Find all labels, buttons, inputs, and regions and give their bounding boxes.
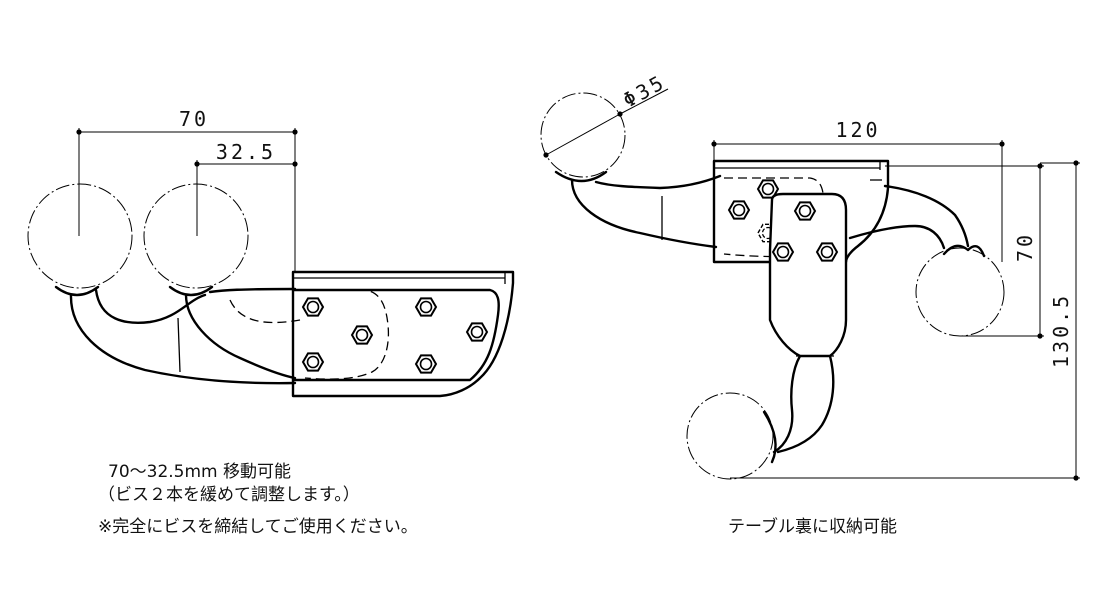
- dimension-32-5: 32.5: [194, 140, 298, 236]
- bag-ball-right: [143, 183, 249, 289]
- adjustment-note-line1: 70～32.5mm 移動可能: [108, 462, 292, 482]
- hook-arm-right: [848, 184, 970, 250]
- dimension-label-phi35: Φ35: [619, 70, 670, 113]
- dimension-70-right: 70: [885, 163, 1044, 339]
- bracket-plate-left: [291, 270, 515, 398]
- hook-arm-upper-left: [554, 170, 718, 249]
- adjustment-note-line2: （ビス２本を緩めて調整します。）: [98, 485, 360, 505]
- right-ball: [915, 247, 1005, 337]
- dimension-70-left: 70: [76, 107, 298, 272]
- dimension-label-130-5: 130.5: [1049, 293, 1073, 368]
- bottom-ball: [686, 392, 774, 480]
- dimension-130-5: 130.5: [730, 160, 1080, 481]
- dimension-label-70-vertical: 70: [1013, 232, 1037, 262]
- bag-ball-left: [27, 183, 133, 289]
- dimension-label-120: 120: [835, 118, 880, 142]
- dimension-phi35: Φ35: [543, 70, 670, 158]
- dimension-label-32-5: 32.5: [216, 140, 276, 164]
- hook-arm-near: [168, 285, 297, 380]
- dimension-label-70: 70: [179, 107, 209, 131]
- top-ball: [540, 92, 626, 178]
- dimension-120: 120: [711, 118, 1005, 262]
- hook-arm-far: [54, 285, 297, 385]
- warning-note: ※完全にビスを締結してご使用ください。: [98, 517, 418, 537]
- right-view: Φ35 120 70 130.5: [540, 70, 1080, 481]
- storage-note: テーブル裏に収納可能: [728, 517, 897, 537]
- left-view: 70 32.5: [27, 107, 515, 398]
- vertical-hanger: [762, 192, 848, 464]
